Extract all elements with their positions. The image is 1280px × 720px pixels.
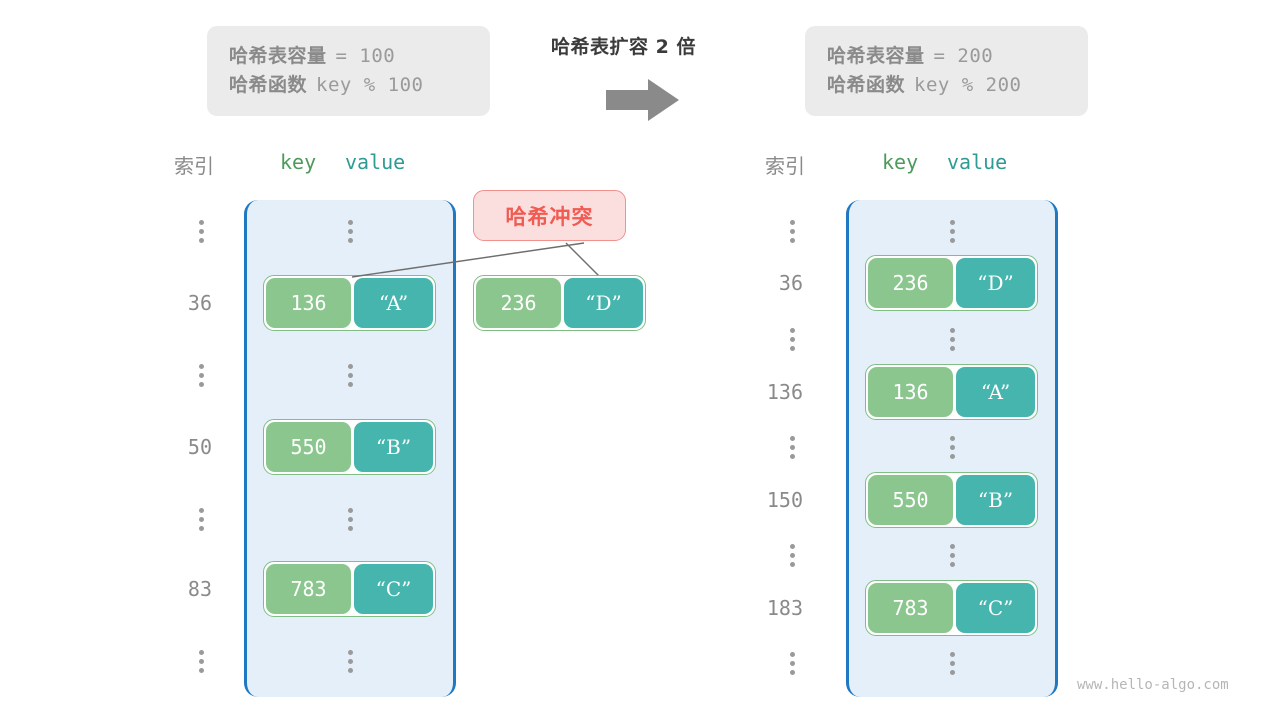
watermark: www.hello-algo.com: [1077, 677, 1229, 693]
left-row-key: 783: [266, 564, 351, 614]
left-row-ellipsis-cell: [339, 347, 361, 403]
right-row-index: 150: [766, 488, 803, 512]
right-row-ellipsis-index: [781, 527, 803, 583]
right-function-value: key % 200: [914, 74, 1022, 97]
right-header-key: key: [882, 150, 919, 174]
left-row-ellipsis-index: [190, 633, 212, 689]
right-row-ellipsis-cell: [941, 311, 963, 367]
right-row-key: 783: [868, 583, 953, 633]
left-function-value: key % 100: [316, 74, 424, 97]
right-row-ellipsis-cell: [941, 203, 963, 259]
left-header-index: 索引: [174, 154, 214, 178]
right-row-ellipsis-cell: [941, 527, 963, 583]
left-row-entry[interactable]: 136 “A”: [263, 275, 436, 331]
right-row-entry[interactable]: 236 “D”: [865, 255, 1038, 311]
left-row-index: 36: [187, 291, 212, 315]
left-row-value: “C”: [354, 564, 433, 614]
left-capacity-value: = 100: [335, 45, 396, 67]
right-row-index: 36: [778, 271, 803, 295]
left-row-key: 136: [266, 278, 351, 328]
left-function-label: 哈希函数: [229, 74, 308, 97]
left-row-key: 550: [266, 422, 351, 472]
right-row-entry[interactable]: 550 “B”: [865, 472, 1038, 528]
right-row-key: 136: [868, 367, 953, 417]
right-capacity-line: 哈希表容量 = 200: [827, 42, 1066, 71]
left-header-key: key: [280, 150, 317, 174]
right-row-ellipsis-cell: [941, 419, 963, 475]
right-header-index: 索引: [765, 154, 805, 178]
right-header-value: value: [947, 150, 1008, 174]
left-row-entry[interactable]: 550 “B”: [263, 419, 436, 475]
left-row-ellipsis-index: [190, 203, 212, 259]
right-row-index: 136: [766, 380, 803, 404]
left-row-ellipsis-cell: [339, 491, 361, 547]
right-row-ellipsis-index: [781, 203, 803, 259]
right-row-entry[interactable]: 136 “A”: [865, 364, 1038, 420]
floating-entry[interactable]: 236 “D”: [473, 275, 646, 331]
right-info-box: 哈希表容量 = 200 哈希函数 key % 200: [805, 26, 1088, 116]
right-row-value: “A”: [956, 367, 1035, 417]
right-function-label: 哈希函数: [827, 74, 906, 97]
right-row-ellipsis-cell: [941, 635, 963, 691]
left-info-box: 哈希表容量 = 100 哈希函数 key % 100: [207, 26, 490, 116]
floating-entry-value: “D”: [564, 278, 643, 328]
right-row-ellipsis-index: [781, 419, 803, 475]
right-row-entry[interactable]: 783 “C”: [865, 580, 1038, 636]
left-row-entry[interactable]: 783 “C”: [263, 561, 436, 617]
left-row-index: 83: [187, 577, 212, 601]
left-row-ellipsis-index: [190, 491, 212, 547]
right-capacity-label: 哈希表容量: [827, 45, 925, 67]
collision-badge: 哈希冲突: [473, 190, 626, 241]
right-capacity-value: = 200: [933, 45, 994, 67]
left-capacity-label: 哈希表容量: [229, 45, 327, 67]
right-row-ellipsis-index: [781, 635, 803, 691]
right-row-ellipsis-index: [781, 311, 803, 367]
left-header-value: value: [345, 150, 406, 174]
left-function-line: 哈希函数 key % 100: [229, 71, 468, 100]
left-row-ellipsis-index: [190, 347, 212, 403]
diagram-title: 哈希表扩容 2 倍: [551, 36, 696, 58]
left-row-ellipsis-cell: [339, 633, 361, 689]
right-row-key: 550: [868, 475, 953, 525]
floating-entry-key: 236: [476, 278, 561, 328]
right-arrow-icon: [606, 78, 680, 122]
right-row-index: 183: [766, 596, 803, 620]
left-row-value: “B”: [354, 422, 433, 472]
left-row-index: 50: [187, 435, 212, 459]
right-row-value: “B”: [956, 475, 1035, 525]
left-capacity-line: 哈希表容量 = 100: [229, 42, 468, 71]
right-row-value: “C”: [956, 583, 1035, 633]
right-row-value: “D”: [956, 258, 1035, 308]
right-row-key: 236: [868, 258, 953, 308]
right-function-line: 哈希函数 key % 200: [827, 71, 1066, 100]
left-row-ellipsis-cell: [339, 203, 361, 259]
left-row-value: “A”: [354, 278, 433, 328]
